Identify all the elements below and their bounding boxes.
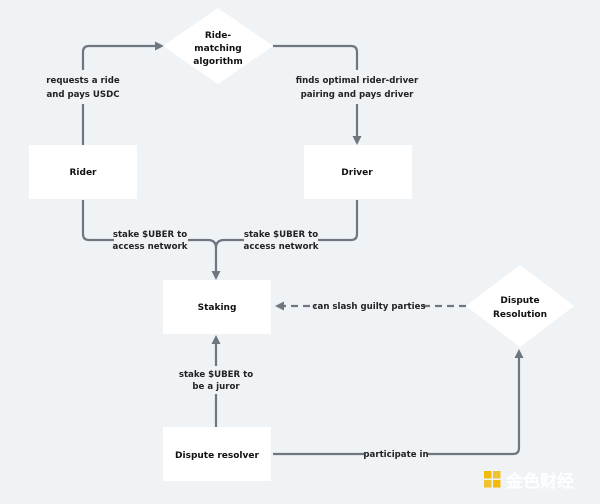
svg-text:Resolution: Resolution [493, 310, 547, 320]
svg-text:matching: matching [194, 44, 241, 54]
svg-text:algorithm: algorithm [193, 57, 242, 67]
svg-text:Staking: Staking [198, 303, 237, 313]
watermark-text: 金色财经 [505, 471, 574, 492]
svg-text:requests a ride: requests a ride [46, 76, 120, 86]
edge-label-rider-stake: stake $UBER to access network [113, 226, 188, 254]
edge-label-juror-stake: stake $UBER to be a juror [179, 366, 253, 394]
svg-text:access network: access network [113, 242, 188, 252]
arrowhead [275, 301, 284, 311]
svg-text:access network: access network [244, 242, 319, 252]
edge-label-requests-ride: requests a ride and pays USDC [44, 70, 124, 104]
svg-text:participate in: participate in [363, 450, 428, 460]
arrowhead [514, 349, 524, 358]
edge-label-finds-pairing: finds optimal rider-driver pairing and p… [296, 70, 419, 104]
node-rider: Rider [29, 145, 137, 199]
svg-text:pairing and pays driver: pairing and pays driver [301, 90, 415, 100]
svg-text:be a juror: be a juror [192, 382, 240, 392]
svg-text:stake $UBER to: stake $UBER to [179, 370, 253, 380]
svg-text:Rider: Rider [70, 168, 98, 178]
svg-text:and pays USDC: and pays USDC [46, 90, 119, 100]
svg-text:Dispute resolver: Dispute resolver [175, 451, 259, 461]
edge-matching-to-driver [273, 44, 359, 137]
arrowhead [352, 136, 362, 145]
svg-text:stake $UBER to: stake $UBER to [113, 230, 187, 240]
node-staking: Staking [163, 280, 271, 334]
edge-resolver-to-resolution [273, 357, 521, 456]
edge-rider-to-matching [81, 44, 156, 146]
edge-label-can-slash: can slash guilty parties [312, 298, 426, 314]
svg-text:finds optimal rider-driver: finds optimal rider-driver [296, 76, 419, 86]
edge-label-participate: participate in [363, 446, 429, 462]
edge-label-driver-stake: stake $UBER to access network [244, 226, 319, 254]
svg-text:Ride-: Ride- [205, 31, 232, 41]
svg-text:can slash guilty parties: can slash guilty parties [312, 302, 425, 312]
watermark: 金色财经 [484, 471, 574, 492]
svg-text:Driver: Driver [341, 168, 373, 178]
node-dispute-resolution: Dispute Resolution [466, 265, 574, 347]
node-ride-matching: Ride- matching algorithm [163, 8, 273, 84]
svg-text:stake $UBER to: stake $UBER to [244, 230, 318, 240]
watermark-logo-icon [484, 471, 501, 488]
svg-text:Dispute: Dispute [500, 296, 539, 306]
arrowhead [155, 41, 164, 51]
arrowhead [211, 335, 221, 344]
node-dispute-resolver: Dispute resolver [163, 427, 271, 481]
arrowhead [211, 271, 221, 280]
node-driver: Driver [304, 145, 412, 199]
edge-driver-to-staking [214, 200, 359, 249]
